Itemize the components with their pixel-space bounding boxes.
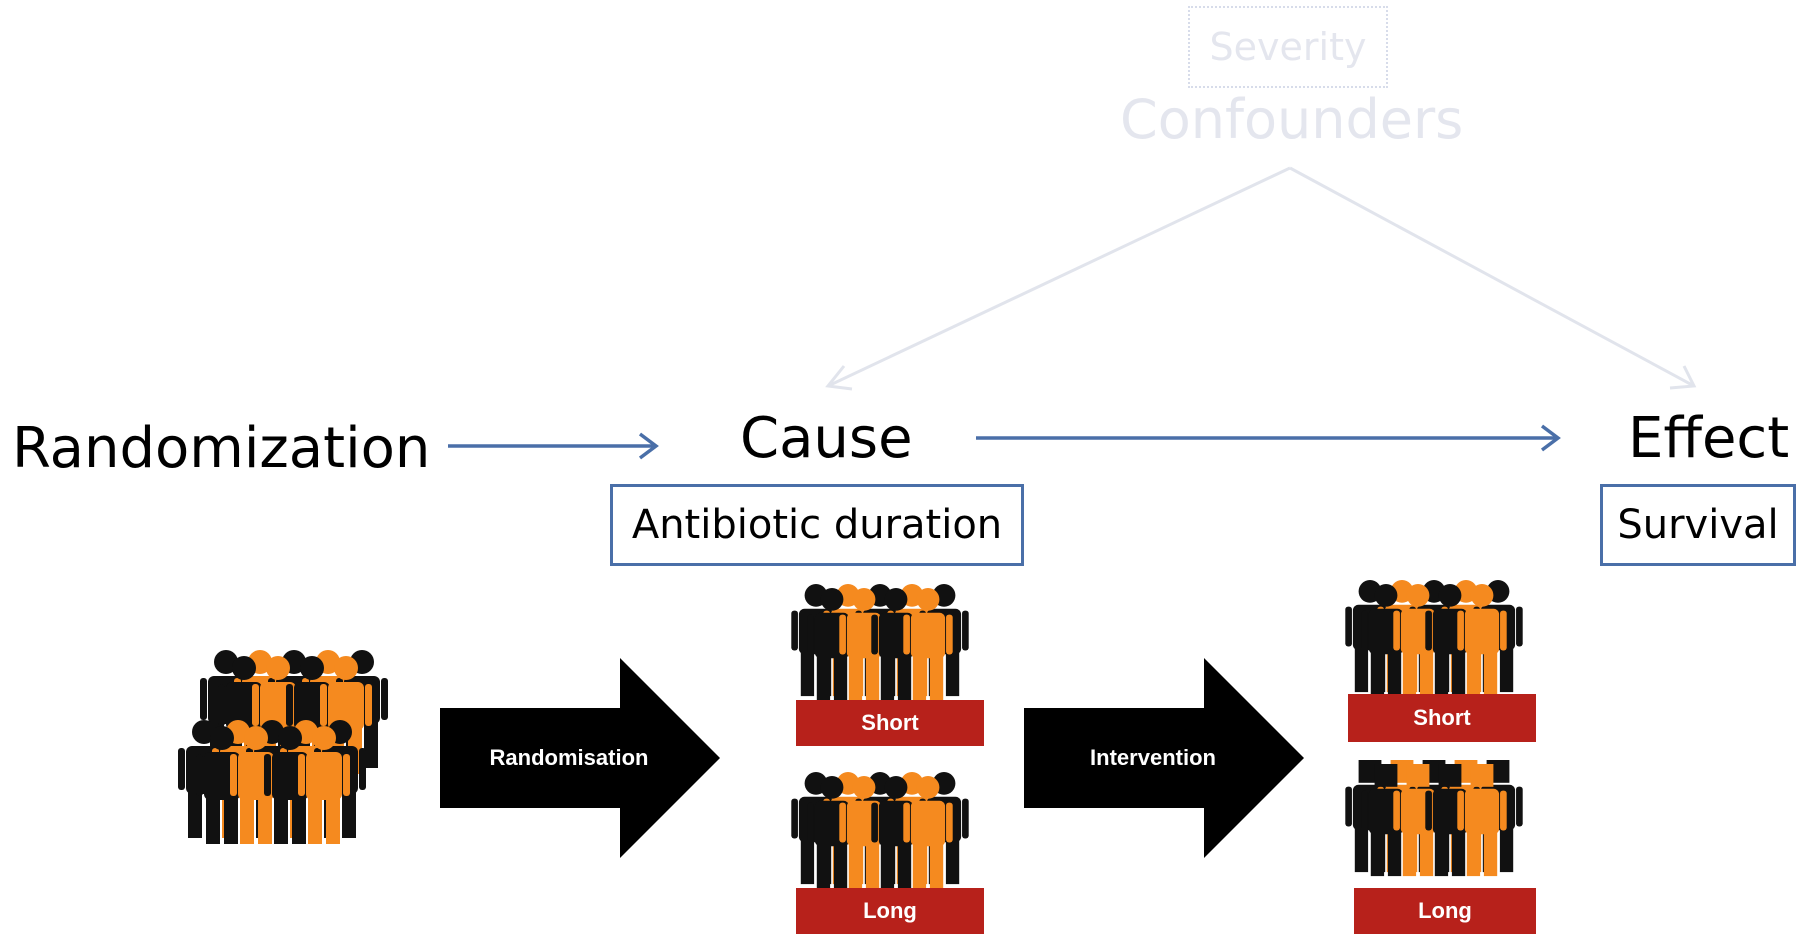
randomization-arrowhead xyxy=(638,432,659,460)
cause-box-label: Antibiotic duration xyxy=(631,502,1003,548)
person-figure xyxy=(1457,764,1507,877)
long-group-crowd xyxy=(791,772,969,889)
short-group-crowd-after xyxy=(1345,580,1523,697)
confounder-to-cause-arrowhead xyxy=(825,365,853,391)
randomisation-big-arrow xyxy=(440,658,720,858)
long-bar: Long xyxy=(796,888,984,934)
cause-label: Cause xyxy=(740,406,913,471)
effect-box: Survival xyxy=(1600,484,1796,566)
long-bar-after: Long xyxy=(1354,888,1536,934)
short-group-crowd xyxy=(791,584,969,701)
severity-box: Severity xyxy=(1188,6,1388,88)
effect-label: Effect xyxy=(1628,406,1790,471)
long-bar-label: Long xyxy=(863,898,917,923)
effect-box-label: Survival xyxy=(1617,502,1779,548)
person-figure xyxy=(1457,584,1507,697)
short-bar-after: Short xyxy=(1348,694,1536,742)
short-bar-after-label: Short xyxy=(1413,705,1471,730)
confounder-to-effect-arrowhead xyxy=(1669,365,1697,390)
severity-label: Severity xyxy=(1209,25,1367,69)
randomization-label: Randomization xyxy=(12,416,431,481)
cause-effect-arrowhead xyxy=(1540,424,1561,452)
cause-box: Antibiotic duration xyxy=(610,484,1024,566)
person-figure xyxy=(903,588,953,701)
confounder-to-effect-arrow xyxy=(1289,166,1695,388)
randomisation-arrow-label: Randomisation xyxy=(489,745,649,770)
person-figure xyxy=(903,776,953,889)
confounders-label: Confounders xyxy=(1120,88,1464,151)
population-crowd xyxy=(178,650,388,844)
person-figure xyxy=(298,726,350,844)
long-group-crowd-after xyxy=(1345,760,1523,877)
confounder-to-cause-arrow xyxy=(827,166,1291,388)
short-bar: Short xyxy=(796,700,984,746)
intervention-big-arrow xyxy=(1024,658,1304,858)
intervention-arrow-label: Intervention xyxy=(1090,745,1216,770)
short-bar-label: Short xyxy=(861,710,919,735)
long-bar-after-label: Long xyxy=(1418,898,1472,923)
